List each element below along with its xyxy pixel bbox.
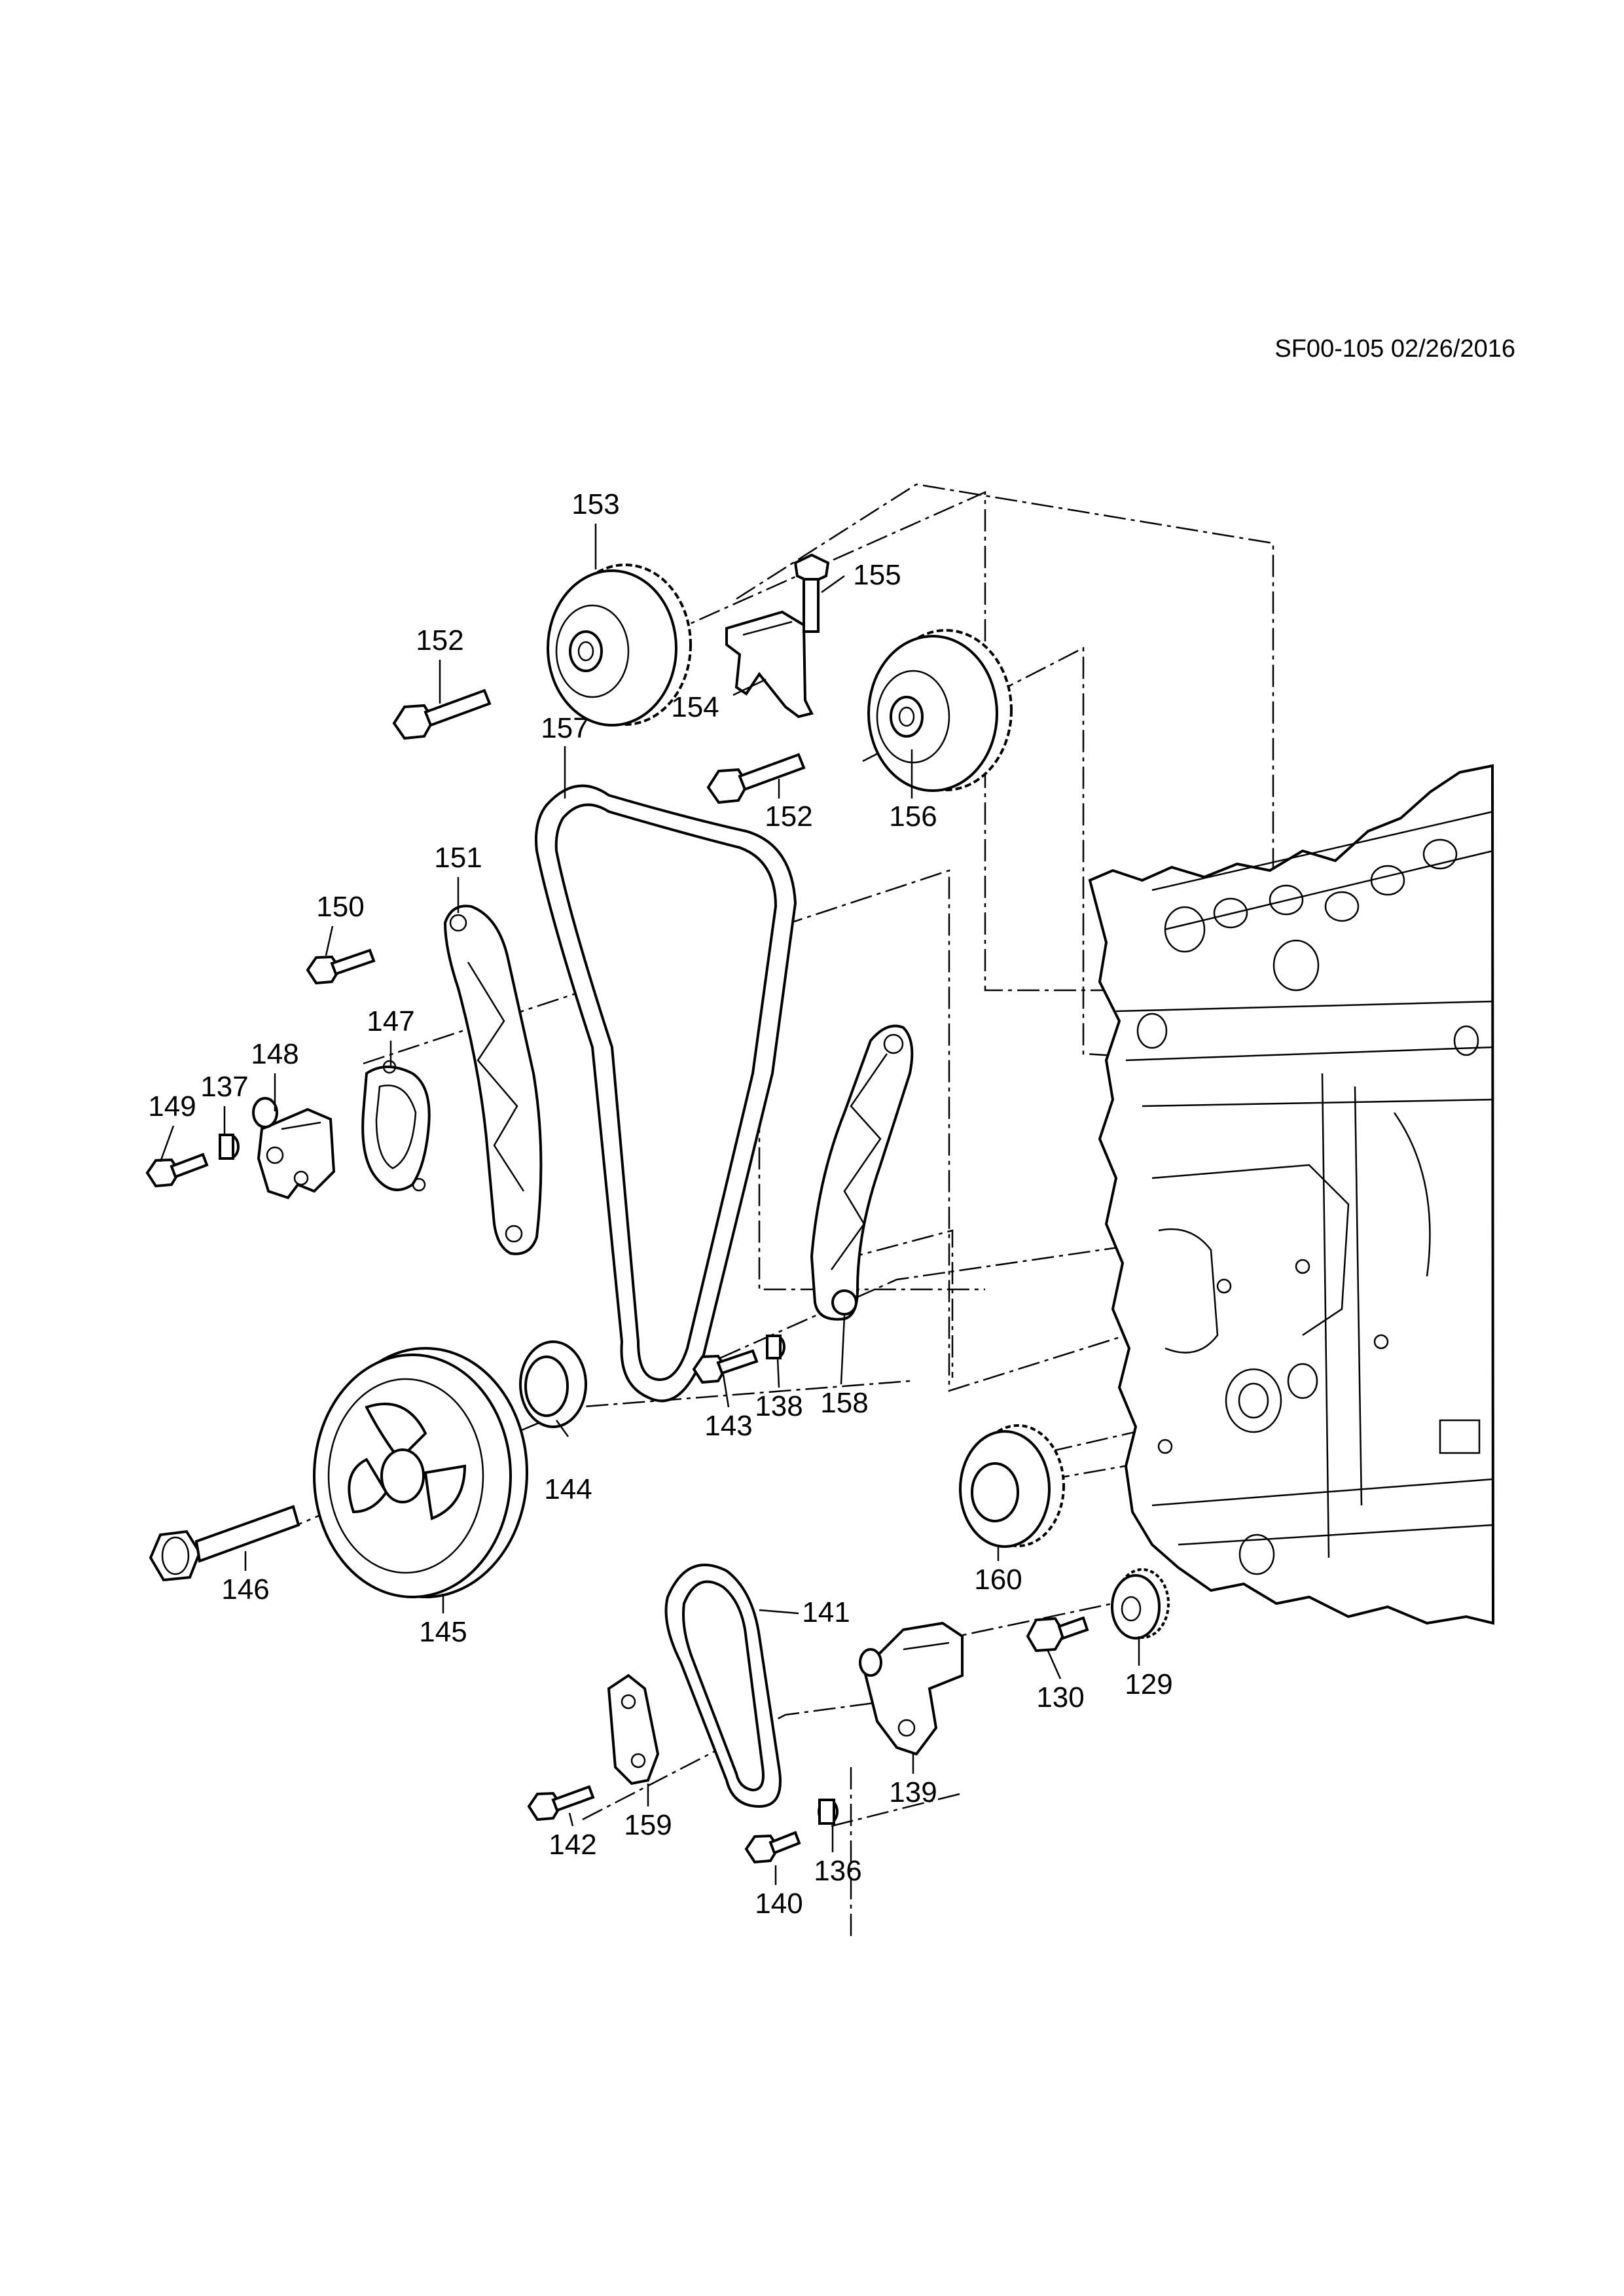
callout-154: 154 bbox=[671, 691, 719, 723]
callout-143: 143 bbox=[704, 1410, 752, 1442]
crankshaft-pulley-145-icon bbox=[313, 1347, 528, 1598]
bolt-149-icon bbox=[145, 1153, 209, 1188]
callout-141: 141 bbox=[802, 1596, 850, 1628]
chain-guide-158-icon bbox=[810, 1024, 914, 1321]
callout-142: 142 bbox=[549, 1829, 596, 1861]
oil-pump-chain-141-icon bbox=[664, 1564, 782, 1808]
callout-160: 160 bbox=[974, 1564, 1022, 1596]
chain-tensioner-148-icon bbox=[252, 1097, 336, 1200]
guide-159-icon bbox=[607, 1674, 660, 1785]
bracket-154-icon bbox=[725, 610, 814, 719]
callout-151: 151 bbox=[434, 842, 482, 874]
reference-code: SF00-105 02/26/2016 bbox=[1274, 335, 1515, 363]
callout-145: 145 bbox=[419, 1616, 467, 1648]
callout-148: 148 bbox=[251, 1038, 298, 1070]
chain-guide-151-icon bbox=[443, 905, 543, 1255]
callout-157: 157 bbox=[541, 712, 588, 744]
callouts: 153 155 152 154 157 152 156 151 150 147 … bbox=[148, 488, 1172, 1920]
sprocket-bolt-152-upper-icon bbox=[392, 689, 492, 740]
callout-156: 156 bbox=[889, 800, 937, 833]
callout-139: 139 bbox=[889, 1776, 937, 1808]
sleeve-136-icon bbox=[818, 1799, 839, 1825]
sprocket-bolt-152-lower-icon bbox=[706, 753, 806, 804]
sleeve-138-icon bbox=[766, 1335, 785, 1359]
pulley-bolt-146-icon bbox=[149, 1505, 300, 1582]
leader-lines bbox=[159, 524, 1140, 1885]
callout-153: 153 bbox=[571, 488, 619, 520]
gasket-147-icon bbox=[361, 1060, 431, 1192]
callout-147: 147 bbox=[367, 1005, 414, 1037]
callout-155: 155 bbox=[853, 559, 901, 591]
timing-chain-157-icon bbox=[535, 784, 797, 1403]
bolt-150-icon bbox=[306, 948, 376, 985]
callout-158: 158 bbox=[820, 1387, 868, 1419]
callout-150: 150 bbox=[316, 891, 364, 923]
camshaft-sprocket-153-icon bbox=[547, 564, 692, 726]
callout-140: 140 bbox=[755, 1888, 803, 1920]
callout-144: 144 bbox=[544, 1473, 592, 1505]
bolt-142-icon bbox=[527, 1785, 595, 1821]
callout-129: 129 bbox=[1125, 1668, 1172, 1700]
callout-159: 159 bbox=[624, 1809, 672, 1841]
callout-137: 137 bbox=[200, 1071, 248, 1103]
callout-138: 138 bbox=[755, 1390, 803, 1422]
bolt-143-icon bbox=[692, 1349, 759, 1384]
tensioner-139-icon bbox=[859, 1621, 964, 1756]
callout-146: 146 bbox=[221, 1573, 269, 1605]
callout-149: 149 bbox=[148, 1090, 196, 1122]
callout-130: 130 bbox=[1036, 1681, 1084, 1713]
camshaft-sprocket-156-icon bbox=[867, 629, 1013, 792]
bolt-130-icon bbox=[1026, 1616, 1089, 1653]
callout-152-upper: 152 bbox=[416, 624, 463, 656]
crankshaft-sprocket-160-icon bbox=[959, 1424, 1065, 1548]
gear-129-icon bbox=[1111, 1568, 1170, 1640]
bolt-155-icon bbox=[793, 553, 830, 633]
sleeve-137-icon bbox=[219, 1134, 240, 1160]
engine-block-icon bbox=[1088, 764, 1495, 1625]
seal-144-icon bbox=[519, 1340, 587, 1428]
bolt-140-icon bbox=[744, 1831, 801, 1864]
callout-136: 136 bbox=[814, 1855, 861, 1887]
callout-152-lower: 152 bbox=[765, 800, 812, 833]
